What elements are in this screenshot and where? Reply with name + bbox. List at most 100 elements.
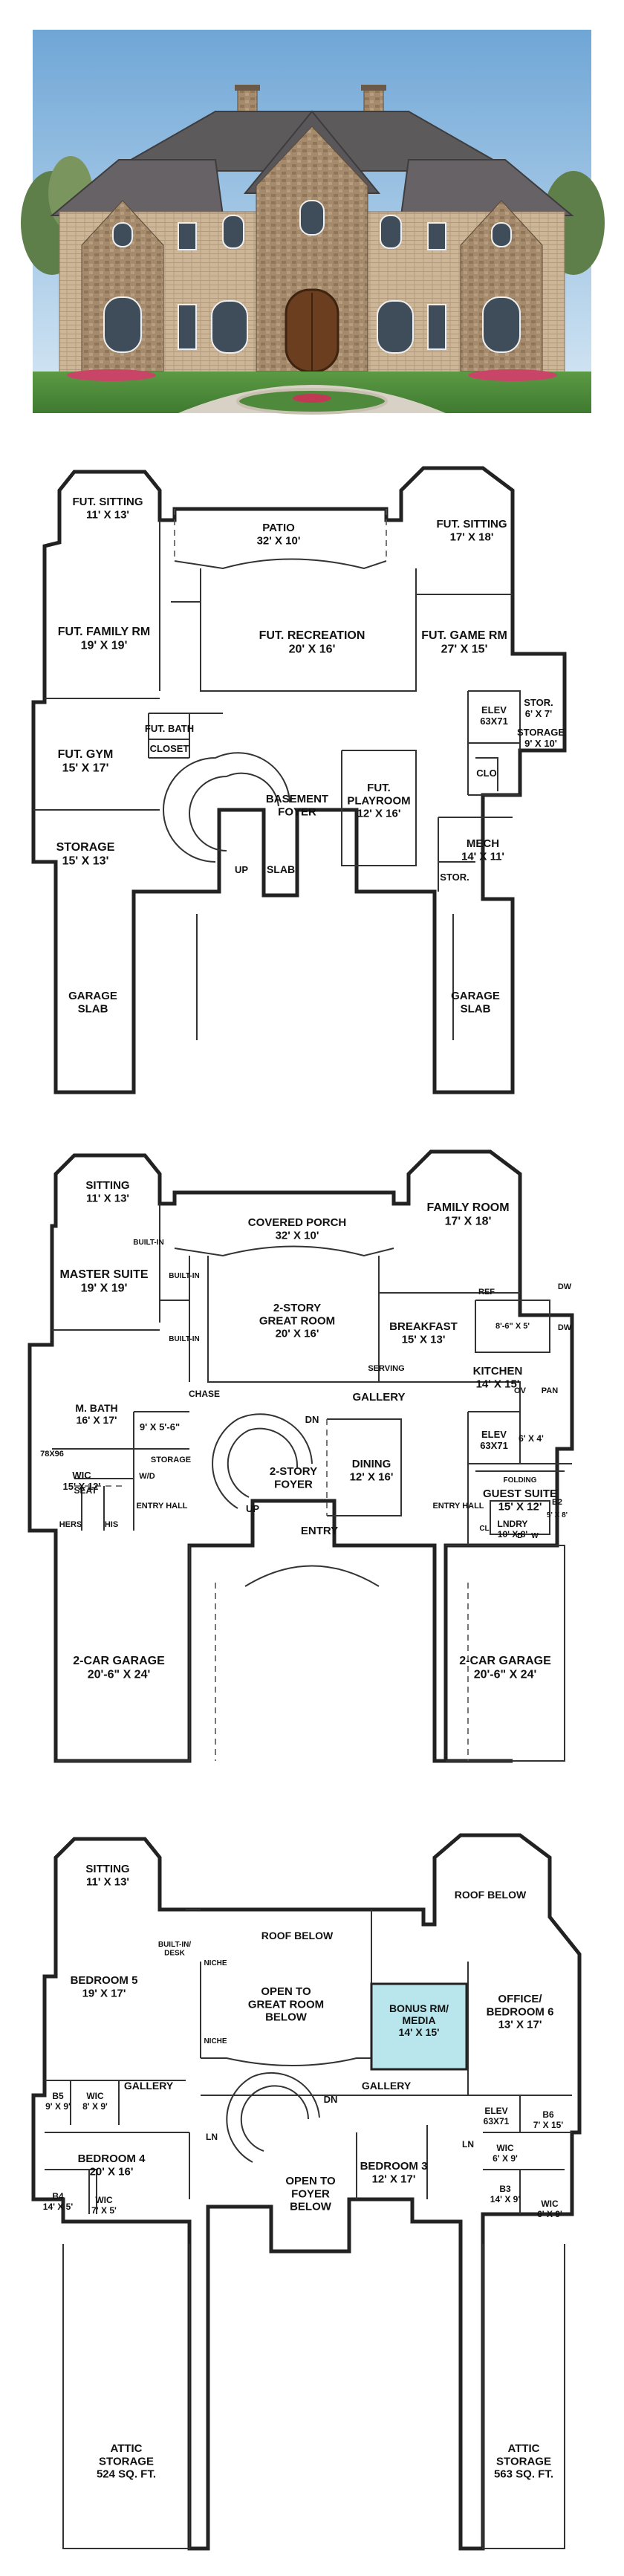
basement-room-clo: CLO bbox=[476, 768, 496, 779]
exterior-rendering bbox=[0, 0, 624, 416]
first-room-chase-room: 9' X 5'-6" bbox=[140, 1421, 180, 1433]
first-mark-up: UP bbox=[246, 1503, 259, 1514]
house-elevation-illustration bbox=[21, 30, 605, 415]
basement-mark-up: UP bbox=[235, 864, 248, 875]
basement-room-stor-small: STOR.6' X 7' bbox=[524, 697, 553, 719]
first-mark-dn: DN bbox=[305, 1414, 319, 1425]
basement-walls bbox=[31, 466, 567, 1094]
second-mark-niche2: NICHE bbox=[204, 2037, 227, 2045]
first-mark-wd: W/D bbox=[139, 1472, 155, 1481]
first-mark-hers: HERS bbox=[59, 1520, 82, 1529]
first-mark-cl: CL bbox=[479, 1525, 489, 1533]
second-mark-built-in-desk: BUILT-IN/DESK bbox=[158, 1941, 191, 1958]
basement-room-fut-bath: FUT. BATH bbox=[145, 723, 194, 734]
first-mark-folding: FOLDING bbox=[504, 1476, 537, 1485]
first-mark-tub: 78X96 bbox=[40, 1450, 64, 1459]
first-mark-w: W bbox=[531, 1532, 539, 1540]
basement-room-stor-mech: STOR. bbox=[440, 872, 469, 883]
basement-room-slab: SLAB bbox=[267, 863, 295, 875]
first-mark-serving: SERVING bbox=[368, 1364, 404, 1373]
second-room-gallery-r: GALLERY bbox=[362, 2080, 412, 2092]
first-room-entry: ENTRY bbox=[301, 1525, 338, 1537]
first-floor-walls bbox=[27, 1149, 574, 1763]
first-mark-chase: CHASE bbox=[189, 1389, 220, 1399]
second-mark-ln1: LN bbox=[206, 2132, 218, 2142]
first-mark-ref: REF bbox=[478, 1288, 495, 1297]
first-mark-built-in-1: BUILT-IN bbox=[133, 1239, 163, 1247]
first-mark-storage: STORAGE bbox=[151, 1456, 191, 1464]
first-room-small-room: 6' X 4' bbox=[519, 1433, 544, 1444]
first-mark-ov: OV bbox=[514, 1386, 527, 1395]
first-mark-built-in-2: BUILT-IN bbox=[169, 1272, 199, 1280]
first-mark-b2: B2 bbox=[552, 1498, 562, 1507]
second-floor-walls bbox=[31, 1833, 582, 2551]
basement-room-closet: CLOSET bbox=[150, 743, 189, 754]
second-mark-niche1: NICHE bbox=[204, 1959, 227, 1967]
first-room-gallery: GALLERY bbox=[352, 1391, 405, 1404]
windows bbox=[103, 200, 521, 354]
second-room-roof-below-r: ROOF BELOW bbox=[455, 1889, 527, 1901]
first-mark-his: HIS bbox=[105, 1520, 118, 1529]
first-mark-b2dim: 5' X 8' bbox=[547, 1511, 568, 1519]
first-mark-pan: PAN bbox=[542, 1386, 558, 1395]
first-mark-dw1: DW bbox=[558, 1282, 572, 1291]
first-mark-dw2: DW bbox=[558, 1323, 572, 1332]
second-room-gallery-l: GALLERY bbox=[124, 2080, 174, 2092]
first-mark-d: D bbox=[517, 1532, 522, 1540]
second-mark-ln2: LN bbox=[462, 2139, 474, 2150]
first-mark-built-in-3: BUILT-IN bbox=[169, 1335, 199, 1343]
first-mark-seat: SEAT bbox=[74, 1485, 97, 1496]
